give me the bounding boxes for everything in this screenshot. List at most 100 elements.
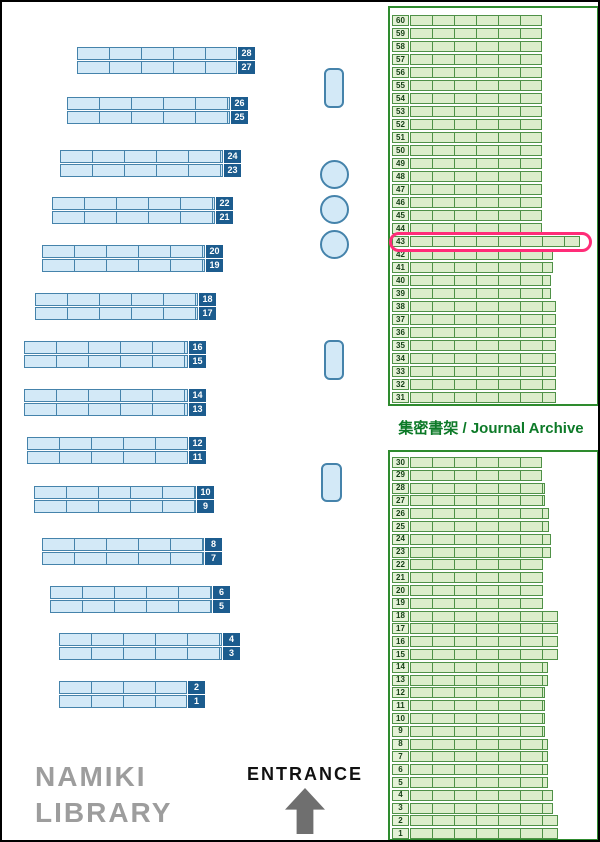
bookshelf-row-16 [24, 341, 188, 354]
archive-shelf-number-52: 52 [392, 119, 409, 130]
bookshelf-row-24 [60, 150, 223, 163]
bookshelf-number-6: 6 [213, 586, 230, 599]
archive-shelf-row-15 [410, 649, 558, 660]
bookshelf-number-12: 12 [189, 437, 206, 450]
archive-shelf-row-18 [410, 610, 558, 622]
archive-shelf-row-51 [410, 132, 542, 143]
round-table-2 [320, 195, 349, 224]
archive-shelf-row-38 [410, 301, 556, 312]
archive-shelf-row-30 [410, 457, 542, 468]
bookshelf-number-27: 27 [238, 61, 255, 74]
archive-shelf-row-49 [410, 158, 542, 169]
archive-shelf-row-4 [410, 789, 553, 801]
archive-shelf-row-21 [410, 572, 543, 584]
archive-shelf-row-40 [410, 275, 551, 286]
archive-shelf-row-55 [410, 80, 542, 91]
bookshelf-row-12 [27, 437, 188, 450]
archive-shelf-row-43 [410, 236, 580, 247]
bookshelf-number-21: 21 [216, 211, 233, 224]
archive-shelf-row-39 [410, 288, 551, 299]
archive-shelf-number-58: 58 [392, 41, 409, 52]
bookshelf-row-23 [60, 164, 223, 177]
archive-shelf-row-11 [410, 700, 545, 712]
archive-shelf-number-9: 9 [392, 725, 409, 737]
archive-shelf-row-46 [410, 197, 542, 208]
journal-archive-label: 集密書架 / Journal Archive [398, 420, 584, 437]
archive-shelf-number-37: 37 [392, 314, 409, 325]
archive-shelf-row-33 [410, 366, 556, 377]
archive-shelf-number-47: 47 [392, 184, 409, 195]
archive-shelf-number-1: 1 [392, 828, 409, 840]
archive-shelf-number-38: 38 [392, 301, 409, 312]
bookshelf-number-20: 20 [206, 245, 223, 258]
archive-shelf-number-11: 11 [392, 700, 409, 712]
archive-shelf-row-26 [410, 508, 549, 520]
archive-shelf-row-50 [410, 145, 542, 156]
bookshelf-row-7 [42, 552, 204, 565]
archive-shelf-row-56 [410, 67, 542, 78]
bookshelf-number-28: 28 [238, 47, 255, 60]
bookshelf-number-2: 2 [188, 681, 205, 694]
archive-shelf-row-22 [410, 559, 543, 571]
archive-shelf-number-45: 45 [392, 210, 409, 221]
bookshelf-number-26: 26 [231, 97, 248, 110]
archive-shelf-row-29 [410, 469, 542, 481]
bookshelf-number-9: 9 [197, 500, 214, 513]
bookshelf-number-25: 25 [231, 111, 248, 124]
archive-shelf-number-50: 50 [392, 145, 409, 156]
archive-shelf-number-24: 24 [392, 533, 409, 545]
archive-shelf-row-12 [410, 687, 545, 699]
archive-shelf-row-35 [410, 340, 556, 351]
archive-shelf-row-3 [410, 802, 553, 814]
archive-shelf-number-59: 59 [392, 28, 409, 39]
archive-shelf-number-31: 31 [392, 392, 409, 403]
archive-shelf-row-6 [410, 764, 548, 776]
archive-shelf-number-55: 55 [392, 80, 409, 91]
archive-shelf-row-23 [410, 546, 551, 558]
archive-shelf-number-53: 53 [392, 106, 409, 117]
archive-shelf-number-8: 8 [392, 738, 409, 750]
bookshelf-row-18 [35, 293, 198, 306]
bookshelf-number-18: 18 [199, 293, 216, 306]
archive-shelf-number-18: 18 [392, 610, 409, 622]
library-name: NAMIKI LIBRARY [35, 759, 172, 831]
archive-shelf-row-5 [410, 777, 548, 788]
pillar-1 [324, 68, 344, 108]
archive-shelf-row-45 [410, 210, 542, 221]
round-table-3 [320, 230, 349, 259]
archive-shelf-number-17: 17 [392, 623, 409, 635]
archive-shelf-row-13 [410, 674, 548, 686]
archive-shelf-number-3: 3 [392, 802, 409, 814]
bookshelf-row-4 [59, 633, 222, 646]
bookshelf-row-25 [67, 111, 230, 124]
archive-shelf-number-10: 10 [392, 713, 409, 724]
archive-shelf-row-36 [410, 327, 556, 338]
archive-shelf-number-23: 23 [392, 546, 409, 558]
bookshelf-row-20 [42, 245, 205, 258]
archive-shelf-number-12: 12 [392, 687, 409, 699]
archive-shelf-number-6: 6 [392, 764, 409, 776]
archive-shelf-number-27: 27 [392, 495, 409, 507]
bookshelf-number-8: 8 [205, 538, 222, 551]
archive-shelf-row-25 [410, 521, 549, 532]
archive-shelf-number-57: 57 [392, 54, 409, 65]
archive-shelf-row-7 [410, 751, 548, 763]
archive-shelf-number-2: 2 [392, 815, 409, 827]
archive-shelf-row-60 [410, 15, 542, 26]
archive-shelf-row-37 [410, 314, 556, 325]
bookshelf-row-22 [52, 197, 215, 210]
bookshelf-row-8 [42, 538, 204, 551]
archive-shelf-number-54: 54 [392, 93, 409, 104]
archive-shelf-number-13: 13 [392, 674, 409, 686]
archive-shelf-row-59 [410, 28, 542, 39]
archive-shelf-row-41 [410, 262, 553, 273]
archive-shelf-number-21: 21 [392, 572, 409, 584]
bookshelf-number-3: 3 [223, 647, 240, 660]
bookshelf-row-2 [59, 681, 187, 694]
bookshelf-row-17 [35, 307, 198, 320]
bookshelf-number-5: 5 [213, 600, 230, 613]
archive-shelf-row-53 [410, 106, 542, 117]
bookshelf-row-21 [52, 211, 215, 224]
archive-shelf-row-28 [410, 482, 545, 494]
archive-shelf-number-40: 40 [392, 275, 409, 286]
